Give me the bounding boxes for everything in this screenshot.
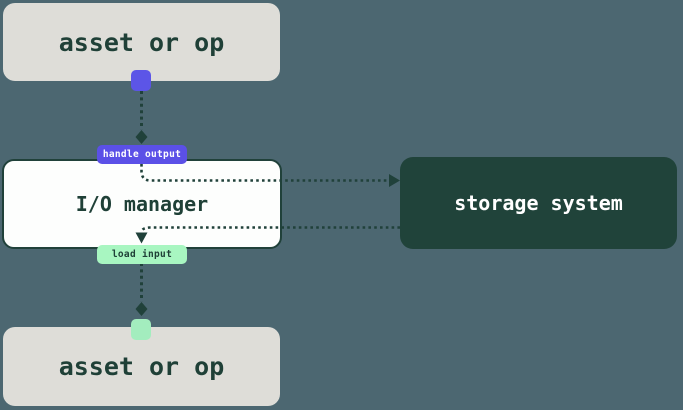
diamond-arrowhead-input: [135, 302, 148, 316]
triangle-arrowhead-storage: [389, 174, 400, 187]
node-asset-or-op-bottom: asset or op: [3, 327, 280, 406]
edge-label-handle-output: handle output: [97, 145, 187, 164]
output-handle-square: [131, 70, 151, 91]
node-storage-system: storage system: [400, 157, 677, 249]
node-io-manager: I/O manager: [2, 159, 282, 249]
edge-label-load-input: load input: [97, 245, 187, 264]
input-handle-square: [131, 319, 151, 340]
node-asset-or-op-top: asset or op: [3, 3, 280, 81]
diamond-arrowhead-output: [135, 130, 148, 144]
